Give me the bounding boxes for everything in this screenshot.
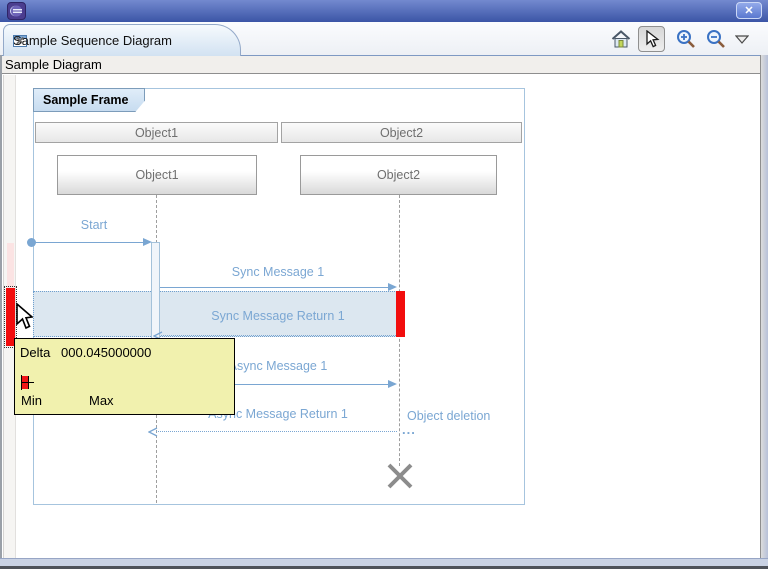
time-compression-selected-marker[interactable] [4, 286, 17, 348]
eclipse-logo-icon [7, 2, 26, 20]
sequence-diagram-canvas: Sample Frame Object1 Object2 Object1 Obj… [0, 74, 768, 558]
message-line-async1[interactable] [160, 384, 391, 385]
column-header-object2[interactable]: Object2 [281, 122, 522, 143]
stop-x-icon[interactable] [386, 462, 414, 490]
home-button[interactable] [607, 26, 634, 52]
tooltip-delta-value: 000.045000000 [61, 345, 152, 360]
select-tool-button[interactable] [638, 26, 665, 52]
message-line-async1-return[interactable] [156, 431, 397, 432]
arrowhead-sync1 [388, 283, 397, 291]
tooltip-delta-label: Delta [20, 345, 51, 360]
tooltip-max-label: Max [89, 393, 114, 408]
activation-bar-object1[interactable] [151, 242, 160, 341]
message-line-sync1-return[interactable] [161, 335, 396, 336]
message-label-start[interactable]: Start [80, 218, 108, 232]
tab-close-icon[interactable]: ✕ [15, 33, 26, 48]
label-object-deletion[interactable]: Object deletion [407, 409, 491, 423]
window-close-button[interactable]: ✕ [736, 2, 762, 19]
lifeline-head-object2[interactable]: Object2 [300, 155, 497, 195]
window-titlebar: ✕ [0, 0, 768, 22]
activation-bar-object2-red[interactable] [396, 291, 405, 337]
tooltip-min-label: Min [21, 393, 42, 408]
diagram-header-bar: Sample Diagram [0, 56, 768, 74]
select-cursor-icon [645, 30, 660, 48]
window-left-border [0, 55, 2, 569]
mouse-cursor-icon [16, 302, 33, 330]
open-arrowhead-async1-return [148, 427, 158, 437]
tab-sample-sequence-diagram[interactable]: Sample Sequence Diagram ✕ [3, 24, 241, 56]
view-menu-icon [735, 34, 749, 44]
view-tab-bar: Sample Sequence Diagram ✕ [0, 22, 768, 56]
time-compression-range[interactable] [7, 243, 14, 289]
diagram-title: Sample Diagram [5, 57, 102, 72]
label-ellipsis: ... [402, 422, 416, 437]
view-icon [13, 34, 27, 47]
zoom-out-icon [706, 30, 725, 48]
message-label-async1-return[interactable]: Async Message Return 1 [208, 407, 348, 421]
zoom-in-icon [676, 30, 695, 48]
message-label-sync1[interactable]: Sync Message 1 [231, 265, 325, 279]
window-bottom-border [0, 558, 768, 566]
message-label-sync1-return[interactable]: Sync Message Return 1 [211, 309, 345, 323]
found-message-circle [27, 238, 36, 247]
arrowhead-start [143, 238, 152, 246]
view-menu-button[interactable] [733, 33, 751, 45]
selected-message-highlight[interactable] [33, 291, 397, 337]
home-icon [611, 30, 630, 48]
message-line-sync1[interactable] [160, 287, 391, 288]
delta-tooltip: Delta 000.045000000 Min Max [14, 338, 235, 415]
lifeline-head-object1[interactable]: Object1 [57, 155, 257, 195]
window-bottom-edge [0, 566, 768, 569]
window-right-border [760, 55, 768, 569]
message-line-start[interactable] [33, 242, 146, 243]
frame-label: Sample Frame [33, 88, 146, 112]
zoom-in-button[interactable] [672, 26, 699, 52]
arrowhead-async1 [388, 380, 397, 388]
message-label-async1[interactable]: Async Message 1 [228, 359, 328, 373]
column-header-object1[interactable]: Object1 [35, 122, 278, 143]
zoom-out-button[interactable] [702, 26, 729, 52]
tab-title: Sample Sequence Diagram [13, 33, 172, 48]
